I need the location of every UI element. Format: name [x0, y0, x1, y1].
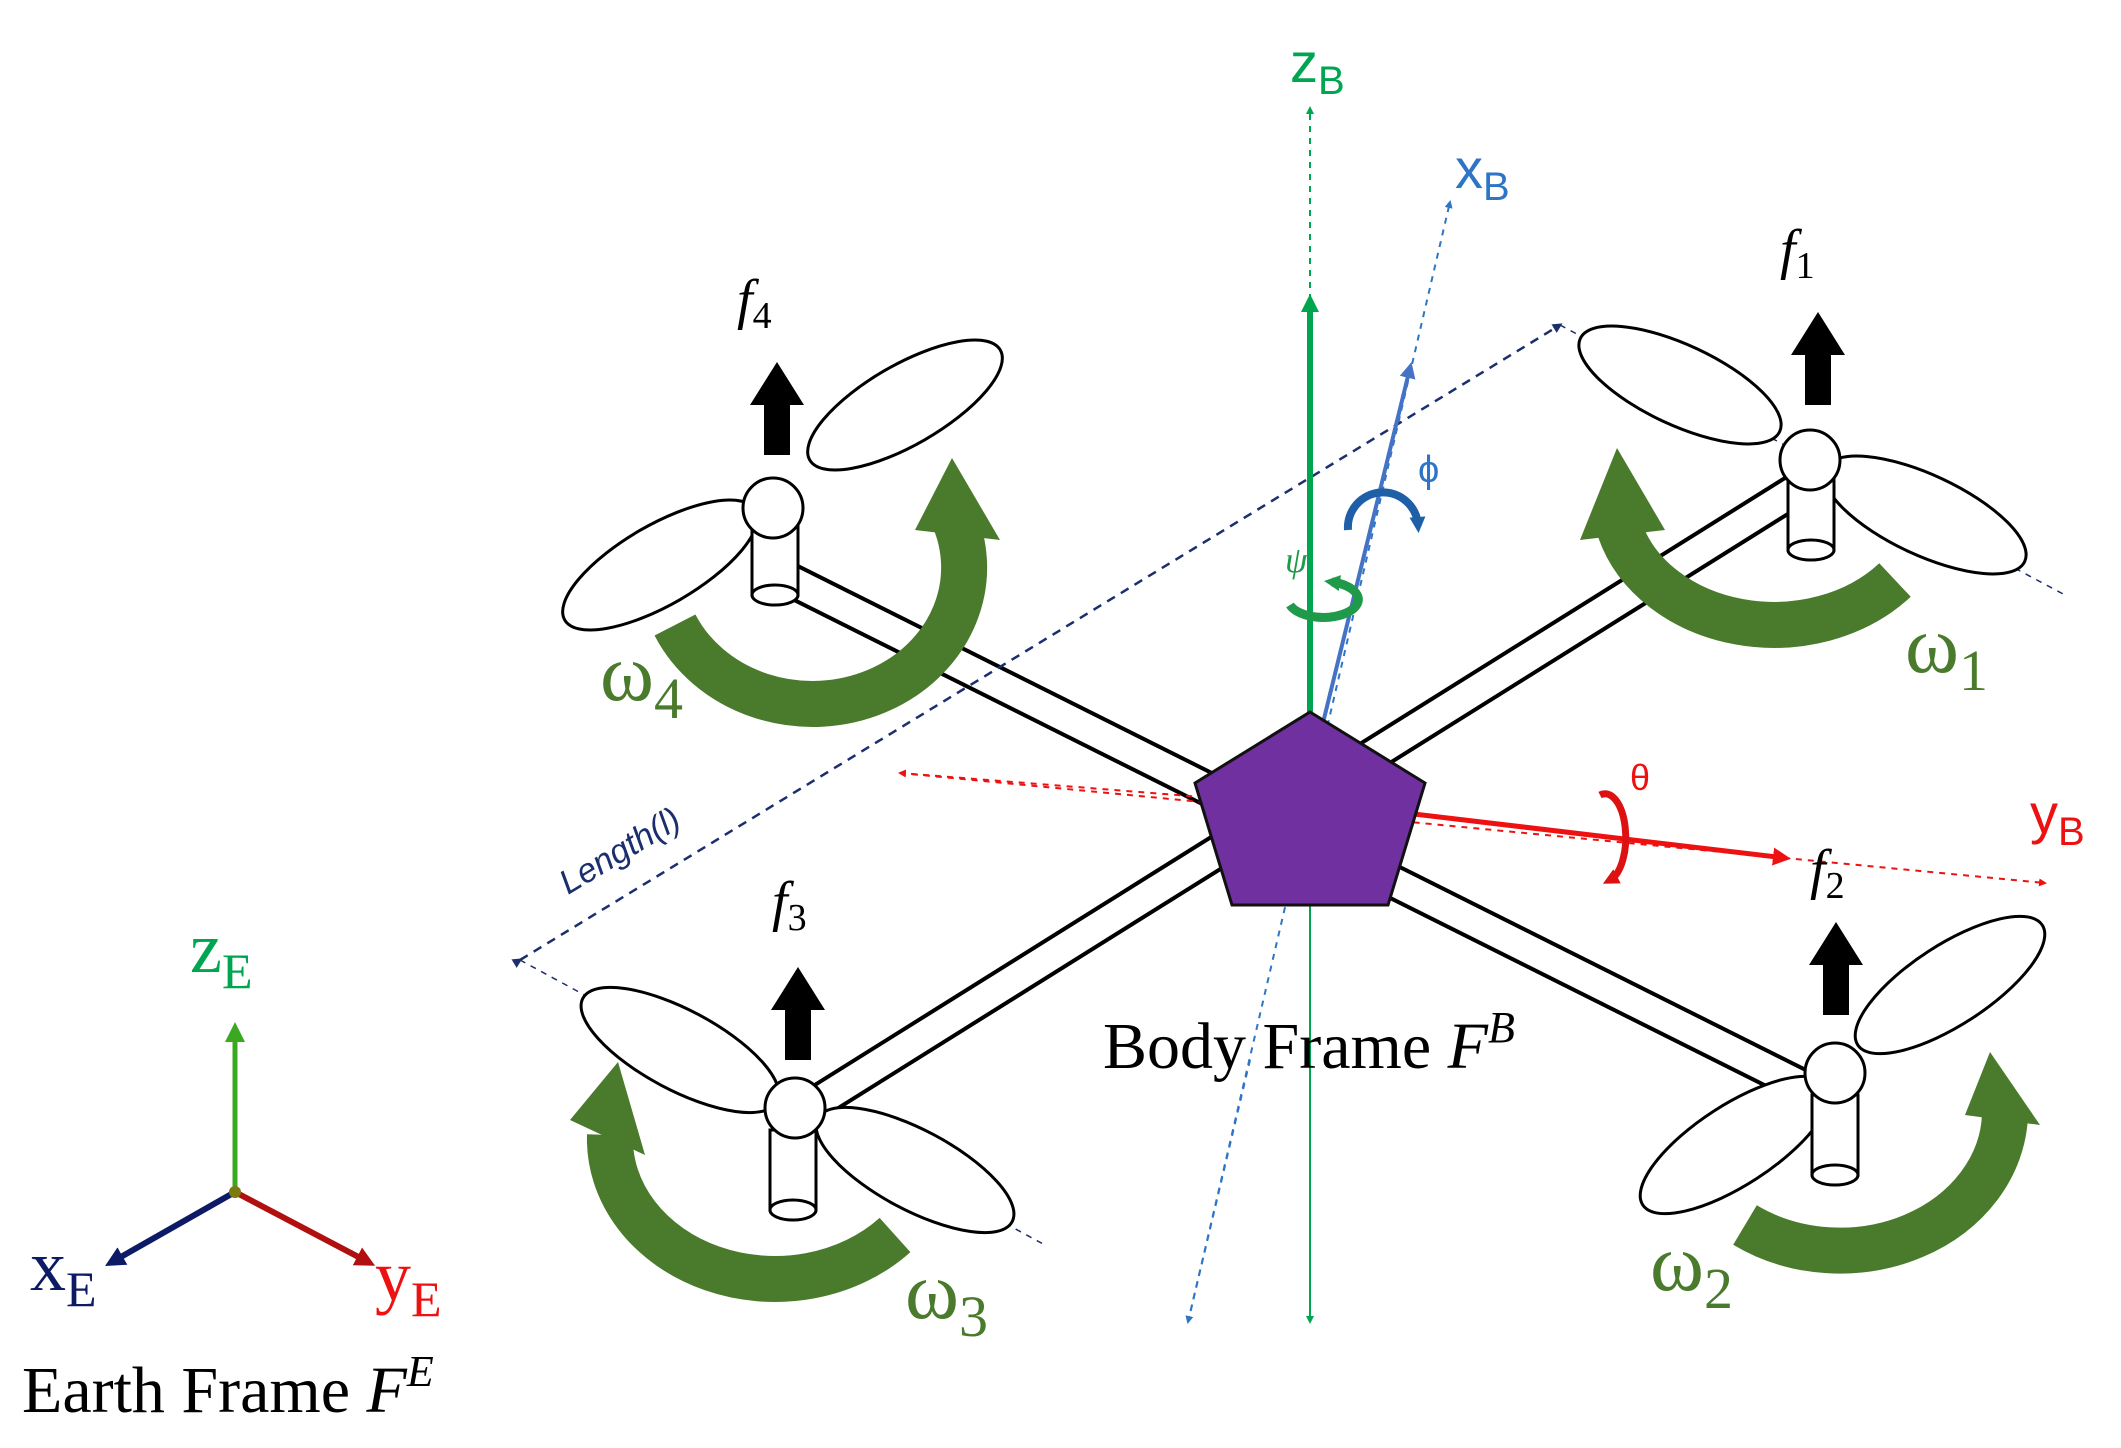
earth-origin-dot: [229, 1186, 241, 1198]
omega2-label: ω2: [1650, 1217, 1733, 1321]
z-earth-label: zE: [190, 908, 253, 999]
length-label: Length(l): [553, 800, 688, 902]
psi-rotation-curl: [1286, 575, 1363, 622]
y-earth-label: yE: [375, 1236, 442, 1327]
x-earth-axis: [105, 1189, 237, 1266]
y-earth-axis: [233, 1189, 376, 1266]
rotation-arrow-omega-4: [654, 458, 1000, 727]
thrust-arrow-f2: [1809, 922, 1863, 1015]
rotor-2: [1638, 914, 2047, 1216]
theta-rotation-curl: [1598, 790, 1630, 884]
y-body-solid-axis: [1379, 807, 1791, 866]
thrust-arrow-f1: [1791, 312, 1845, 405]
rotation-arrow-omega-3: [570, 1062, 911, 1302]
omega3-label: ω3: [905, 1245, 988, 1349]
z-body-label: zB: [1290, 31, 1345, 103]
body-center-pentagon: [1193, 710, 1427, 907]
theta-label: θ: [1630, 757, 1650, 798]
x-body-dashed-axis-down: [1185, 1059, 1251, 1324]
rotation-arrow-omega-2: [1733, 1052, 2040, 1274]
psi-label: ψ: [1285, 540, 1308, 580]
thrust-arrow-f3: [771, 967, 825, 1060]
f1-label: f1: [1780, 219, 1815, 287]
y-body-dashed-axis: [899, 772, 2047, 887]
length-dimension-line: [511, 323, 1563, 968]
omega4-label: ω4: [600, 627, 683, 731]
earth-frame-label: Earth Frame FE: [22, 1347, 434, 1427]
omega1-label: ω1: [1905, 599, 1988, 703]
phi-rotation-curl: [1343, 488, 1426, 533]
phi-label: ϕ: [1418, 449, 1439, 491]
f2-label: f2: [1810, 839, 1845, 907]
rotation-arrow-omega-1: [1580, 448, 1911, 648]
x-body-solid-axis: [1318, 362, 1416, 736]
x-earth-label: xE: [30, 1226, 97, 1317]
body-frame-label: Body Frame FB: [1103, 1003, 1515, 1083]
rotor-1: [1577, 324, 2028, 576]
f4-label: f4: [737, 269, 772, 337]
thrust-arrow-f4: [750, 362, 804, 455]
y-body-label: yB: [2030, 782, 2085, 854]
f3-label: f3: [772, 871, 807, 939]
rotor-3: [579, 985, 1016, 1235]
rotor-4: [561, 338, 1004, 632]
x-body-label: xB: [1455, 137, 1510, 209]
